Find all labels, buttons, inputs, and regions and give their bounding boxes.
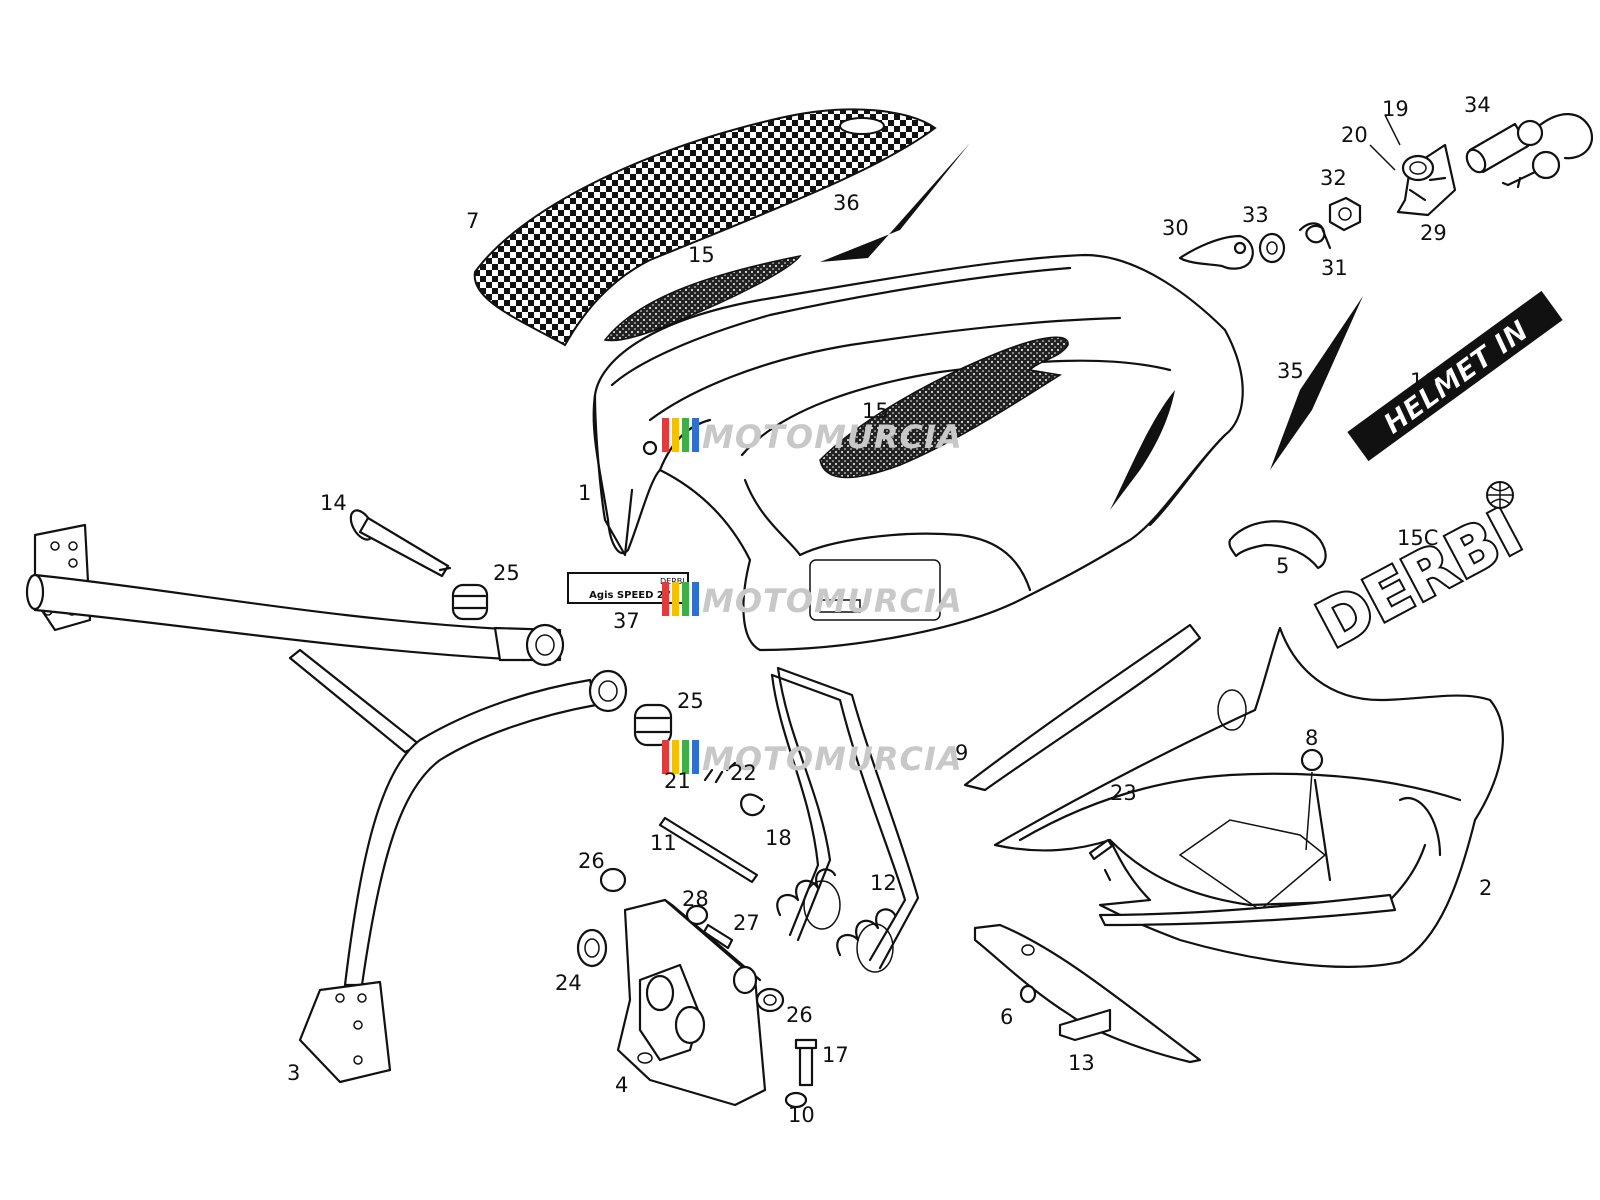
callout-35: 35 xyxy=(1277,359,1304,383)
callout-25b: 25 xyxy=(677,689,704,713)
callout-18: 18 xyxy=(765,826,792,850)
callout-12: 12 xyxy=(870,871,897,895)
checkered-decal xyxy=(473,108,937,347)
watermark-2: MOTOMURCIA xyxy=(662,582,963,620)
callout-26a: 26 xyxy=(578,849,605,873)
callout-26b: 26 xyxy=(786,1003,813,1027)
callout-8: 8 xyxy=(1305,726,1318,750)
stipple-decal-upper xyxy=(603,254,802,342)
screw-27 xyxy=(702,923,734,950)
screw-17 xyxy=(798,1043,814,1087)
svg-text:MOTOMURCIA: MOTOMURCIA xyxy=(702,740,963,778)
callout-31: 31 xyxy=(1321,256,1348,280)
svg-text:DERBI: DERBI xyxy=(660,577,685,586)
callout-16: 16 xyxy=(1410,369,1437,393)
clip-18 xyxy=(740,793,766,817)
washer-28 xyxy=(685,904,709,926)
derbi-logo-decal: DERBI xyxy=(1304,493,1536,665)
callout-4: 4 xyxy=(615,1073,628,1097)
hinge-bracket-4 xyxy=(616,898,767,1107)
lock-cylinder-34 xyxy=(1465,113,1593,189)
model-label-37: DERBI Agis SPEED 27 xyxy=(567,572,689,604)
callout-9: 9 xyxy=(955,741,968,765)
lock-assembly-19-20-29 xyxy=(1396,143,1457,217)
callout-numbers: 1 2 3 4 5 6 7 8 9 10 11 12 13 14 15 15 1… xyxy=(287,93,1492,1127)
callout-15b: 15 xyxy=(862,399,889,423)
callout-1: 1 xyxy=(578,481,591,505)
spring-bar-12 xyxy=(770,666,920,973)
trim-strip-9 xyxy=(963,623,1202,792)
screw-23 xyxy=(1088,838,1114,861)
helmet-in-text: HELMET IN xyxy=(1377,314,1534,441)
nut-32 xyxy=(1328,196,1362,232)
bushing-25-lower xyxy=(633,703,673,747)
callout-37: 37 xyxy=(613,609,640,633)
clip-21-22 xyxy=(703,761,737,784)
callout-11: 11 xyxy=(650,831,677,855)
callout-15a: 15 xyxy=(688,243,715,267)
helmet-tray-2 xyxy=(993,626,1504,968)
stipple-decal-lower xyxy=(819,336,1069,479)
tray-support-13 xyxy=(973,923,1202,1064)
bushing-26-upper xyxy=(599,867,627,893)
bolt-6 xyxy=(1019,984,1037,1004)
helmet-hook-knob xyxy=(1300,748,1324,772)
stripe-decal-35 xyxy=(1270,296,1363,470)
watermark-1: MOTOMURCIA xyxy=(662,418,963,456)
washer-33 xyxy=(1258,232,1286,264)
rod-11 xyxy=(658,816,759,884)
callout-15c: 15C xyxy=(1397,526,1438,550)
callout-5: 5 xyxy=(1276,554,1289,578)
callout-10: 10 xyxy=(788,1103,815,1127)
leader-lines xyxy=(1305,114,1401,851)
callout-29: 29 xyxy=(1420,221,1447,245)
callout-28: 28 xyxy=(682,887,709,911)
callout-13: 13 xyxy=(1068,1051,1095,1075)
spring-31 xyxy=(1298,222,1332,250)
callout-27: 27 xyxy=(733,911,760,935)
callout-24: 24 xyxy=(555,971,582,995)
callout-20: 20 xyxy=(1341,123,1368,147)
watermark-3: MOTOMURCIA xyxy=(662,740,963,778)
callout-14: 14 xyxy=(320,491,347,515)
callout-17: 17 xyxy=(822,1043,849,1067)
callout-7: 7 xyxy=(466,209,479,233)
callout-6: 6 xyxy=(1000,1005,1013,1029)
helmet-in-decal: HELMET IN xyxy=(1347,290,1563,462)
callout-33: 33 xyxy=(1242,203,1269,227)
bushing-24 xyxy=(576,928,608,968)
rear-frame-3 xyxy=(25,523,628,1084)
callout-3: 3 xyxy=(287,1061,300,1085)
latch-30 xyxy=(1178,234,1254,270)
callout-22: 22 xyxy=(730,761,757,785)
nut-10 xyxy=(784,1091,808,1109)
svg-text:MOTOMURCIA: MOTOMURCIA xyxy=(702,582,963,620)
callout-30: 30 xyxy=(1162,216,1189,240)
bolt-14 xyxy=(349,509,452,578)
callout-25a: 25 xyxy=(493,561,520,585)
bushing-26-lower xyxy=(755,987,785,1013)
bushing-25-upper xyxy=(451,583,489,621)
bracket-5 xyxy=(1228,520,1327,570)
derbi-logo-text: DERBI xyxy=(1306,495,1534,663)
callout-19: 19 xyxy=(1382,97,1409,121)
callout-23: 23 xyxy=(1110,781,1137,805)
callout-21: 21 xyxy=(664,769,691,793)
callout-32: 32 xyxy=(1320,166,1347,190)
svg-text:MOTOMURCIA: MOTOMURCIA xyxy=(702,418,963,456)
callout-36: 36 xyxy=(833,191,860,215)
callout-34: 34 xyxy=(1464,93,1491,117)
svg-text:Agis SPEED 27: Agis SPEED 27 xyxy=(589,590,671,601)
callout-2: 2 xyxy=(1479,876,1492,900)
